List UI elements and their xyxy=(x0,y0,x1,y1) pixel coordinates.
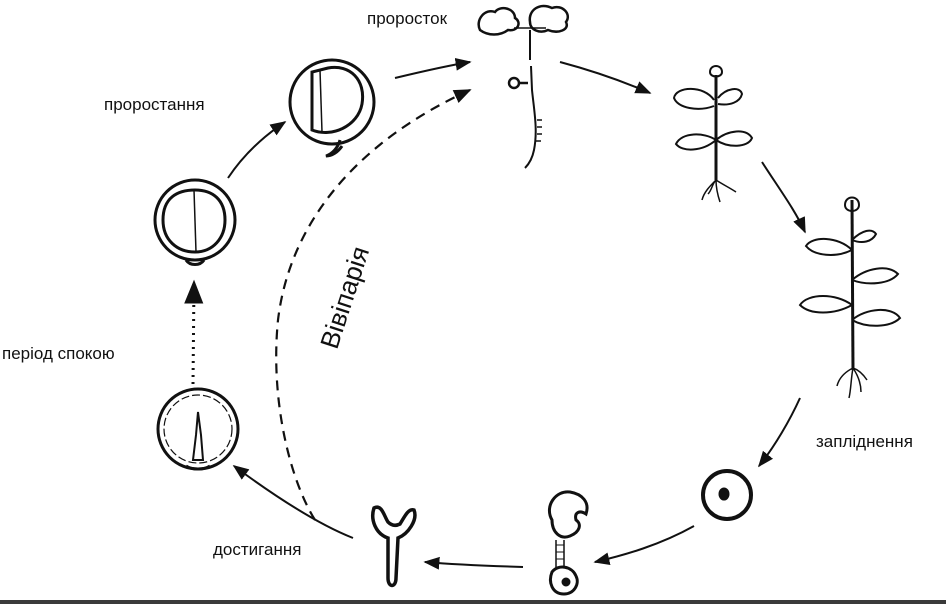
label-germination: проростання xyxy=(104,95,205,114)
mature-embryo-illustration xyxy=(371,505,417,588)
arrow-dormancy-dotted xyxy=(184,279,204,385)
arrow-proembryo-to-embryo xyxy=(423,556,524,570)
arrow-swell-to-germinate xyxy=(227,121,287,179)
label-dormancy: період спокою xyxy=(2,344,115,363)
arrow-young-to-flowering xyxy=(761,161,806,234)
arrow-embryo-to-dormant xyxy=(232,465,354,539)
arrow-flowering-to-zygote xyxy=(758,397,801,468)
seedling-illustration xyxy=(477,4,569,169)
vivipary-dashed-arrow xyxy=(275,88,472,521)
label-fertilization: запліднення xyxy=(816,432,913,451)
zygote-illustration xyxy=(701,469,753,521)
label-seedling: проросток xyxy=(367,9,448,28)
young-plant-illustration xyxy=(672,65,754,203)
proembryo-illustration xyxy=(547,490,589,596)
arrow-zygote-to-proembryo xyxy=(593,525,695,565)
arrow-germinate-to-seedling xyxy=(394,57,472,79)
swelling-seed-illustration xyxy=(153,178,237,266)
flowering-plant-illustration xyxy=(798,196,902,399)
arrow-seedling-to-young xyxy=(559,61,652,94)
germinating-seed-illustration xyxy=(288,58,376,158)
dormant-seed-illustration xyxy=(156,387,240,471)
cycle-arrows xyxy=(184,57,806,570)
label-maturation: достигання xyxy=(213,540,302,559)
bottom-rule xyxy=(0,600,946,604)
